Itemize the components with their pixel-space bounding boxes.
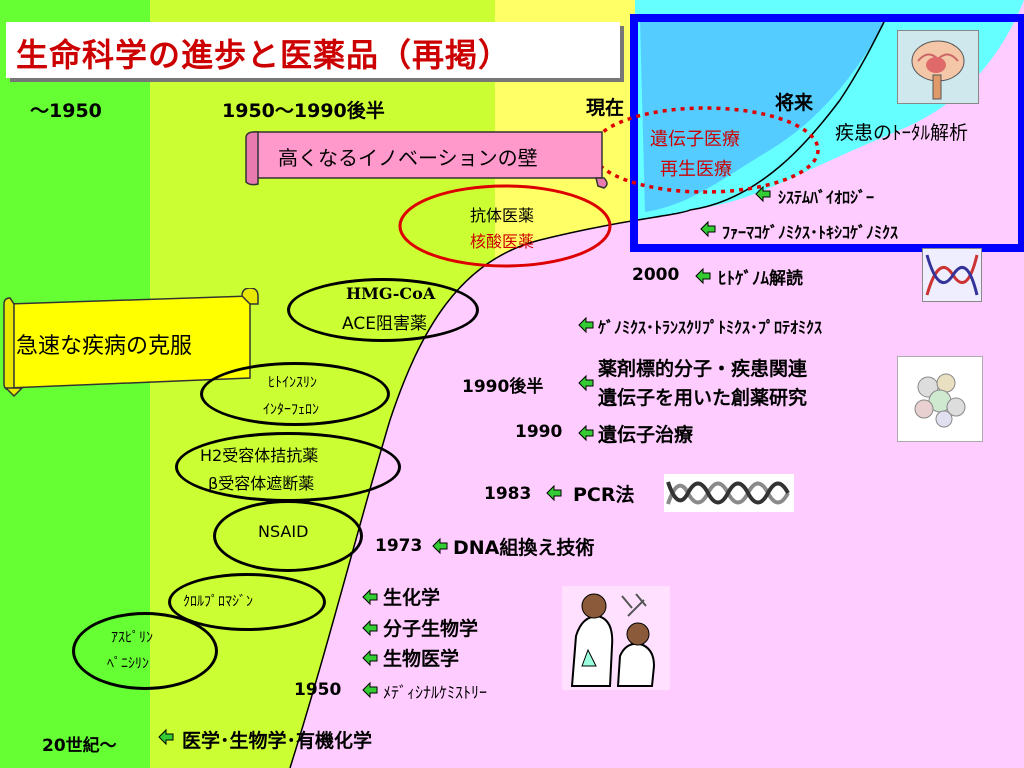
- future-frame: [630, 14, 1024, 252]
- arrow-left-icon: [755, 185, 771, 203]
- brain-icon: [897, 30, 979, 104]
- oval-nsaid: [213, 500, 363, 572]
- drug-aspirin: ｱｽﾋﾟﾘﾝ: [111, 630, 153, 646]
- regen-dotted-ellipse: [590, 106, 820, 194]
- drug-nsaid: NSAID: [258, 522, 309, 541]
- drug-insulin: ﾋﾄｲﾝｽﾘﾝ: [268, 375, 317, 391]
- pharmacogen-line1: 薬剤標的分子・疾患関連: [598, 358, 808, 380]
- arrow-left-icon: [546, 484, 562, 502]
- oval-aspirin: [72, 612, 218, 690]
- scientists-icon: [562, 586, 670, 690]
- overcome-disease-text: 急速な疾病の克服: [16, 334, 193, 359]
- year-1950: 1950: [294, 680, 342, 700]
- arrow-left-icon: [578, 424, 594, 442]
- arrow-left-icon: [362, 649, 378, 667]
- drug-beta: β受容体遮断薬: [208, 474, 315, 493]
- future-region: [640, 20, 885, 212]
- systems-biology: ｼｽﾃﾑﾊﾞｲｵﾛｼﾞｰ: [778, 188, 875, 207]
- omics: ｹﾞﾉﾐｸｽ･ﾄﾗﾝｽｸﾘﾌﾟﾄﾐｸｽ･ﾌﾟﾛﾃｵﾐｸｽ: [598, 318, 823, 337]
- protein-structure-icon: [897, 356, 983, 442]
- scroll-overcome-disease: 急速な疾病の克服: [0, 288, 262, 400]
- title-box: 生命科学の進歩と医薬品（再掲）: [6, 22, 620, 78]
- era-label-future: 将来: [775, 92, 814, 114]
- future-regen-1: 遺伝子医療: [650, 129, 740, 150]
- biomedicine: 生物医学: [383, 648, 460, 670]
- recombinant-dna: DNA組換え技術: [453, 537, 595, 559]
- drug-ace: ACE阻害薬: [342, 314, 427, 334]
- oval-chlorpromazine: [168, 573, 326, 631]
- arrow-left-icon: [362, 619, 378, 637]
- year-1973: 1973: [375, 536, 423, 556]
- pharmacogenomics: ﾌｧｰﾏｺｹﾞﾉﾐｸｽ･ﾄｷｼｺｹﾞﾉﾐｸｽ: [722, 223, 899, 242]
- arrow-left-icon: [578, 316, 594, 334]
- scroll-shape: [245, 131, 608, 189]
- arrow-left-icon: [700, 220, 716, 238]
- scroll-shape-2: [3, 288, 259, 398]
- drug-antibody: 抗体医薬: [470, 206, 535, 225]
- scroll-innovation-wall: 高くなるイノベーションの壁: [244, 128, 610, 190]
- drug-nucleic: 核酸医薬: [470, 232, 535, 251]
- drug-hmg: HMG-CoA: [346, 284, 436, 303]
- human-genome: ﾋﾄｹﾞﾉﾑ解読: [718, 269, 803, 289]
- pcr-method: PCR法: [573, 484, 635, 506]
- arrow-left-icon: [578, 374, 594, 392]
- innovation-wall-text: 高くなるイノベーションの壁: [278, 146, 538, 170]
- arrow-left-icon: [432, 537, 448, 555]
- gene-therapy: 遺伝子治療: [598, 424, 694, 446]
- arrow-left-icon: [362, 681, 378, 699]
- era-label-pre1950: ～1950: [30, 100, 102, 122]
- dna-helix-icon: [664, 474, 794, 512]
- page-title: 生命科学の進歩と医薬品（再掲）: [16, 36, 512, 74]
- drug-interferon: ｲﾝﾀｰﾌｪﾛﾝ: [263, 402, 319, 418]
- arrow-left-icon: [362, 588, 378, 606]
- year-1990-late: 1990後半: [462, 377, 544, 397]
- drug-h2: H2受容体拮抗薬: [200, 446, 319, 465]
- molecular-biology: 分子生物学: [383, 618, 479, 640]
- future-total-analysis: 疾患のﾄｰﾀﾙ解析: [835, 122, 969, 144]
- era-label-now: 現在: [586, 97, 625, 119]
- drug-penicillin: ﾍﾟﾆｼﾘﾝ: [107, 656, 149, 672]
- year-2000: 2000: [632, 265, 680, 285]
- year-1990: 1990: [515, 422, 563, 442]
- antibody-ellipse: [398, 184, 612, 268]
- dna-helix-icon: [922, 248, 982, 302]
- medicinal-chemistry: ﾒﾃﾞｨｼﾅﾙｹﾐｽﾄﾘｰ: [383, 683, 488, 702]
- medicine-biology-chemistry: 医学･生物学･有機化学: [182, 730, 373, 752]
- oval-hmg: [287, 278, 479, 342]
- pink-region: [290, 0, 1024, 768]
- year-1983: 1983: [484, 484, 532, 504]
- pharmacogen-line2: 遺伝子を用いた創薬研究: [598, 387, 808, 409]
- future-regen-2: 再生医療: [660, 159, 732, 180]
- drug-chlorpromazine: ｸﾛﾙﾌﾟﾛﾏｼﾞﾝ: [183, 594, 253, 610]
- biochemistry: 生化学: [383, 587, 441, 609]
- arrow-left-icon: [158, 728, 174, 746]
- arrow-left-icon: [695, 267, 711, 285]
- era-label-mid: 1950～1990後半: [222, 100, 385, 122]
- 20th-century: 20世紀～: [42, 736, 117, 756]
- oval-insulin: [200, 362, 390, 426]
